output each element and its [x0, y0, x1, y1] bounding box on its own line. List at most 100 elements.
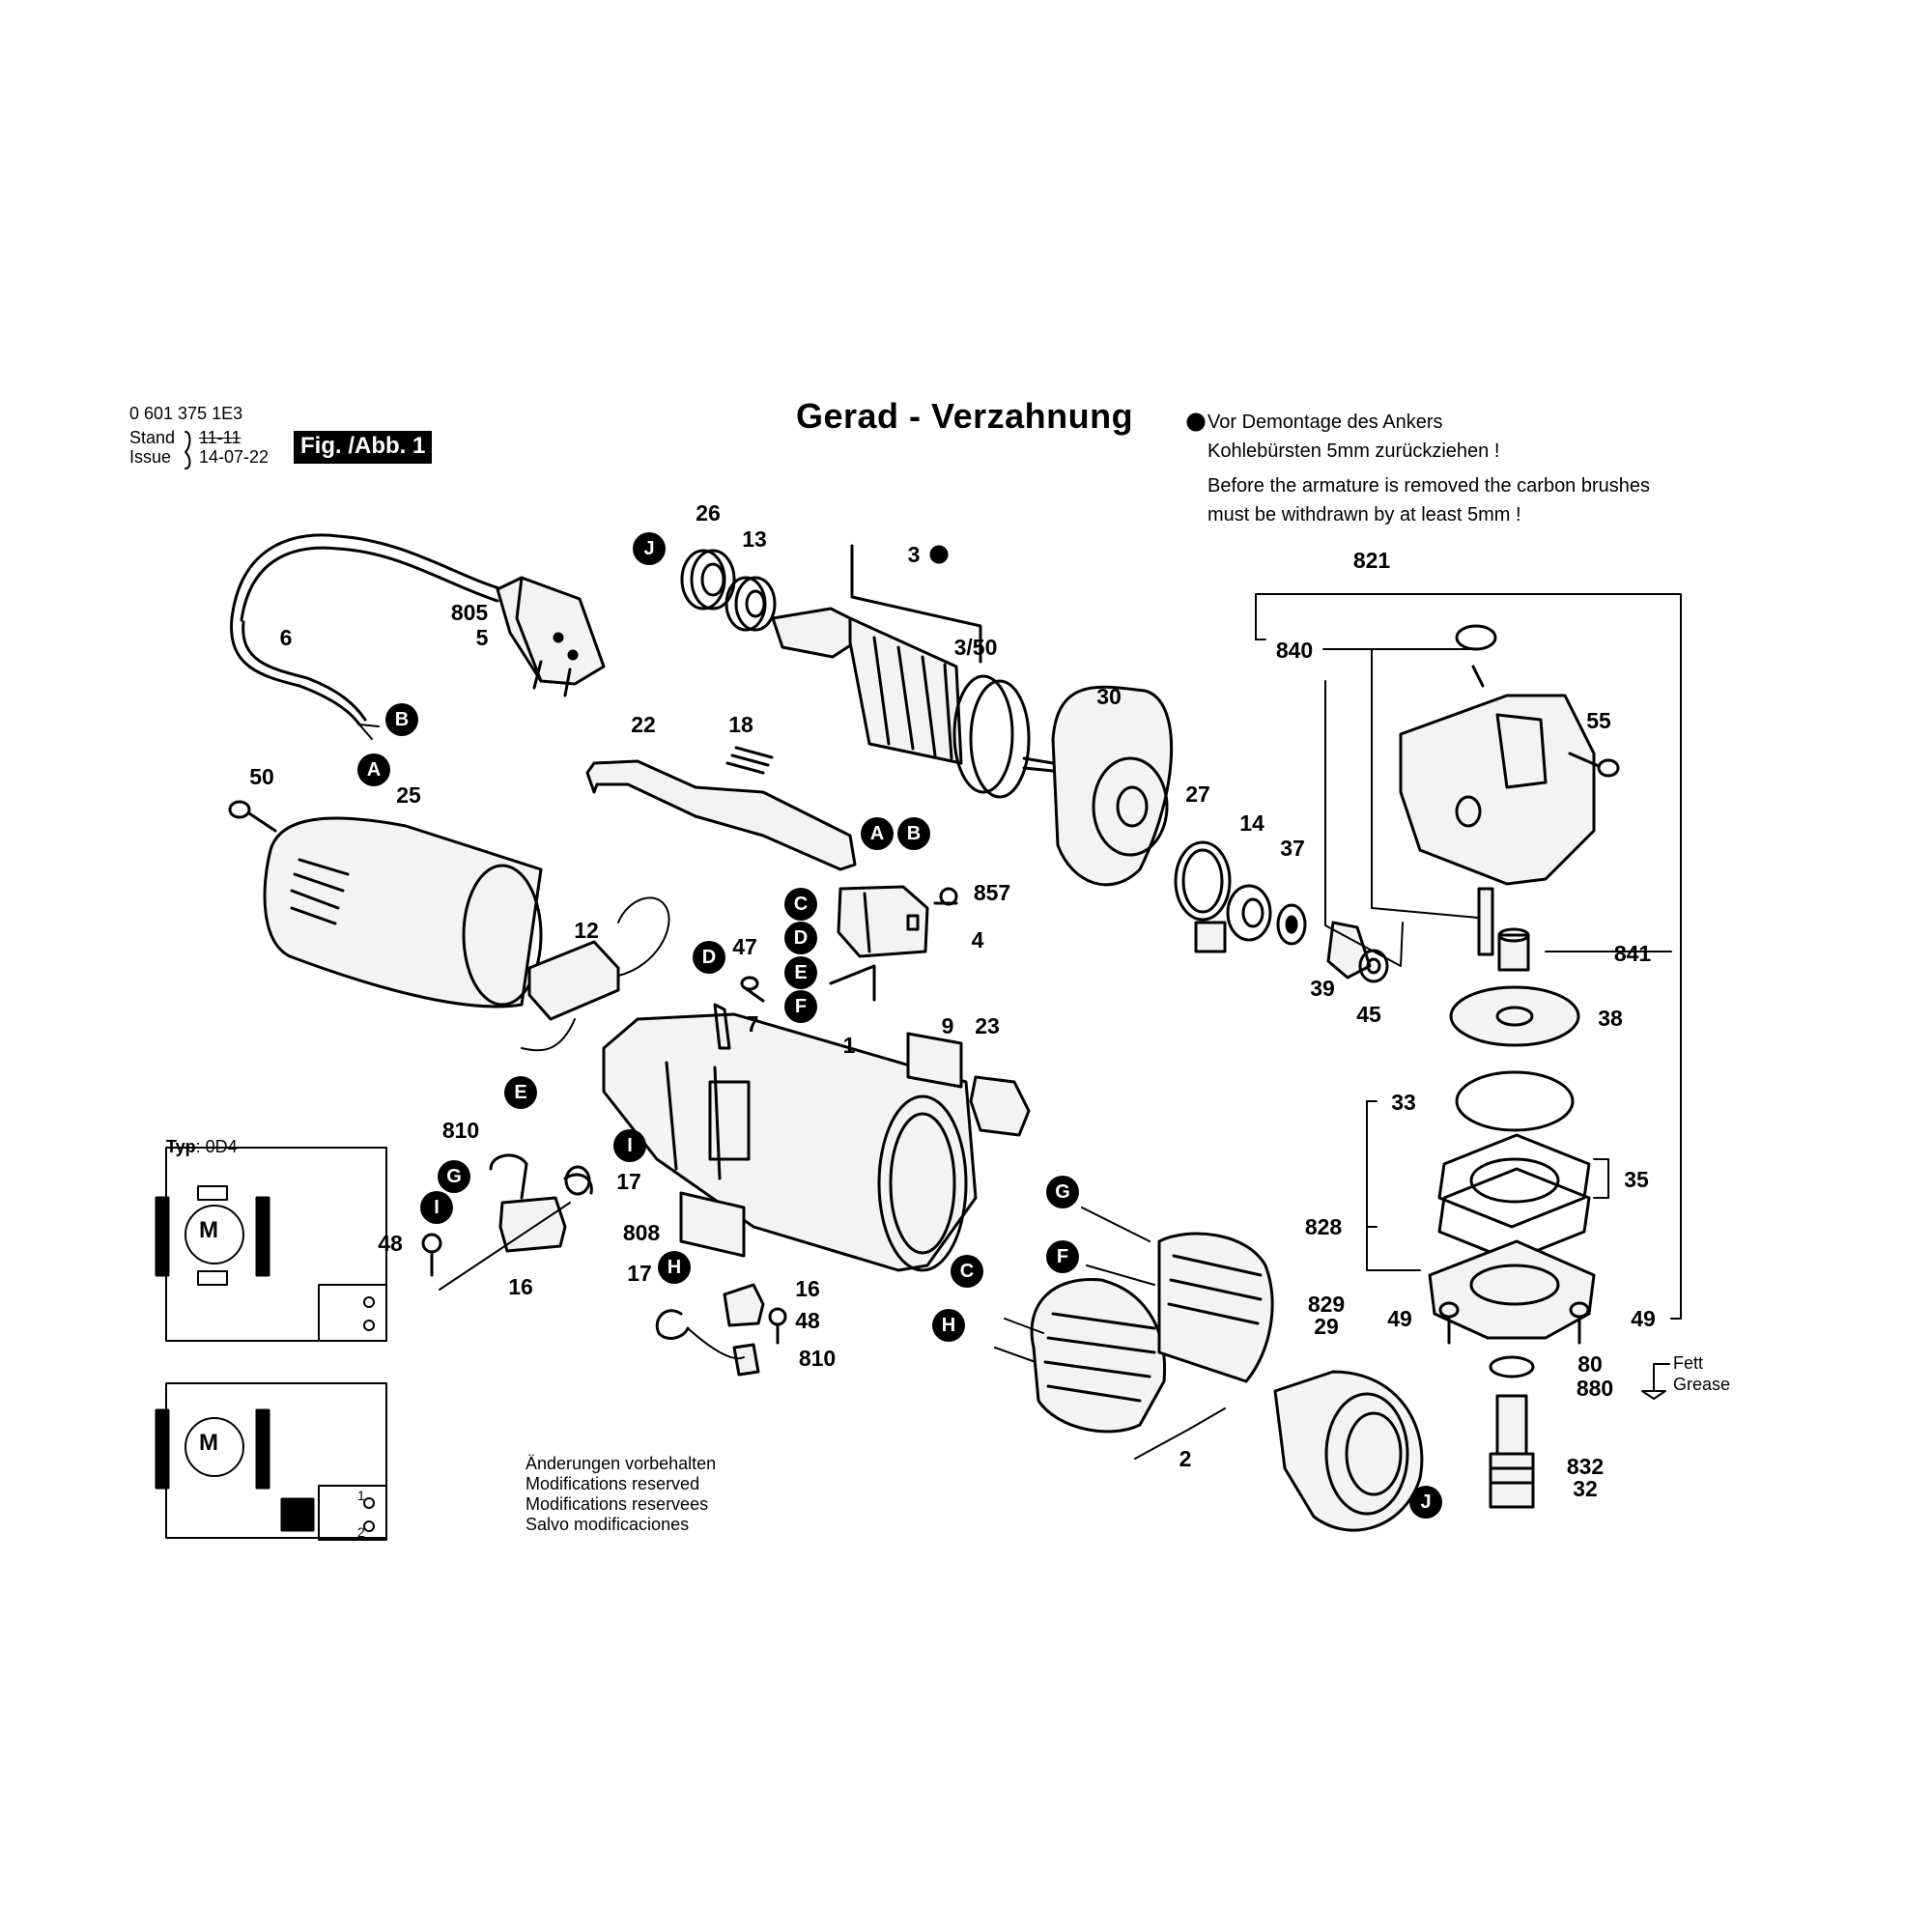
part-label: 840	[1275, 638, 1314, 663]
motor-housing-1	[602, 1012, 978, 1272]
brush-holder-16b	[655, 1283, 765, 1377]
screw-48a	[421, 1233, 442, 1277]
bearing-13	[724, 576, 777, 632]
doc-code: 0 601 375 1E3	[129, 404, 243, 423]
modifications-note: Änderungen vorbehalten Modifications res…	[526, 1454, 717, 1534]
group-brackets	[1255, 593, 1682, 1320]
label-808	[679, 1191, 746, 1258]
part-label: 45	[1356, 1002, 1381, 1027]
part-label: 33	[1391, 1090, 1416, 1115]
note-bullet	[1186, 412, 1206, 432]
part-label: 38	[1598, 1006, 1623, 1031]
part-label: 18	[728, 712, 753, 737]
type-label: Typ: 0D4	[166, 1137, 238, 1156]
part-label: 6	[279, 625, 293, 650]
ring-27	[1174, 840, 1232, 922]
part-label: 7	[746, 1011, 759, 1037]
spindle-32	[1489, 1394, 1535, 1509]
stand-date: 11-11	[199, 428, 242, 447]
part-label: 23	[975, 1013, 1000, 1038]
marker: H	[658, 1251, 691, 1284]
bushing-841	[1497, 927, 1530, 972]
fan-30	[1051, 685, 1173, 887]
part-label: 16	[795, 1276, 820, 1301]
power-plug	[496, 576, 606, 697]
armature	[771, 544, 1055, 799]
bearing-small	[1194, 921, 1227, 953]
part-label: 857	[973, 880, 1011, 905]
part-label: 37	[1280, 836, 1305, 861]
gear-housing-840	[1399, 624, 1596, 956]
part-label: 1	[842, 1033, 856, 1058]
part-label: 3/50	[953, 635, 998, 660]
part-label: 821	[1352, 548, 1391, 573]
part-label: 50	[249, 764, 274, 789]
circlip-80	[1489, 1355, 1535, 1378]
issue-label: Issue	[129, 447, 172, 467]
part-label: 26	[696, 500, 721, 526]
part-label: 3	[907, 542, 921, 567]
fig-label: Fig. /Abb. 1	[294, 431, 433, 464]
marker: C	[951, 1255, 983, 1288]
marker: E	[784, 956, 817, 989]
part-label: 47	[732, 934, 757, 959]
part-label: 841	[1613, 941, 1652, 966]
marker: G	[1046, 1176, 1079, 1208]
grease-label: Fett Grease	[1673, 1353, 1731, 1394]
issue-date: 14-07-22	[199, 447, 270, 467]
power-cord	[230, 533, 504, 740]
screw-49a	[1438, 1301, 1460, 1345]
switch-pos-2: 2	[357, 1524, 365, 1540]
housing-cover-25	[263, 816, 543, 1009]
note-de-1: Vor Demontage des Ankers	[1208, 412, 1443, 433]
part-label: 48	[378, 1231, 403, 1256]
screw-50	[228, 800, 277, 833]
marker: D	[693, 941, 725, 974]
bracket-7	[713, 1003, 731, 1050]
note-en-2: must be withdrawn by at least 5mm !	[1208, 504, 1521, 526]
part-label: 39	[1310, 976, 1335, 1001]
brush-holder-16a	[439, 1153, 593, 1291]
marker: A	[357, 753, 390, 786]
part-label: 49	[1387, 1306, 1412, 1331]
washer-37	[1276, 903, 1307, 946]
part-label: 5	[475, 625, 489, 650]
stand-issue-brace	[185, 431, 191, 469]
part-label: 810	[798, 1346, 837, 1371]
part-label: 14	[1239, 810, 1264, 836]
motor-symbol-top: M	[199, 1217, 218, 1243]
marker: D	[784, 922, 817, 954]
part-label: 29	[1314, 1314, 1339, 1339]
washer-14	[1226, 884, 1272, 942]
part-label: 22	[631, 712, 656, 737]
part-label: 9	[941, 1013, 954, 1038]
switch-pos-1: 1	[357, 1488, 365, 1503]
bearing-flange-29	[1273, 1370, 1424, 1532]
part-label: 808	[622, 1220, 661, 1245]
field-coil-2	[1030, 1232, 1274, 1460]
part-label: 35	[1624, 1167, 1649, 1192]
part-label: 48	[795, 1308, 820, 1333]
schematic-bottom	[155, 1382, 387, 1541]
marker: F	[784, 990, 817, 1023]
marker: B	[385, 703, 418, 736]
marker: G	[438, 1160, 470, 1193]
lever-22	[585, 759, 857, 871]
marker: H	[932, 1309, 965, 1342]
screw-49b	[1569, 1301, 1590, 1345]
gasket-35	[1437, 1133, 1591, 1263]
part-label: 55	[1586, 708, 1611, 733]
part-label: 13	[742, 526, 767, 552]
gear-38	[1449, 985, 1580, 1047]
switch-4	[829, 885, 929, 1002]
part-label: 17	[616, 1169, 641, 1194]
spring-18	[725, 746, 774, 775]
part-label: 828	[1304, 1214, 1343, 1239]
page-title: Gerad - Verzahnung	[796, 396, 1134, 436]
marker: E	[504, 1076, 537, 1109]
part-label: 17	[627, 1261, 652, 1286]
part-label: 832	[1566, 1454, 1605, 1479]
part-label: 12	[574, 918, 599, 943]
screw-55	[1568, 752, 1620, 778]
screw-47	[740, 976, 765, 1003]
